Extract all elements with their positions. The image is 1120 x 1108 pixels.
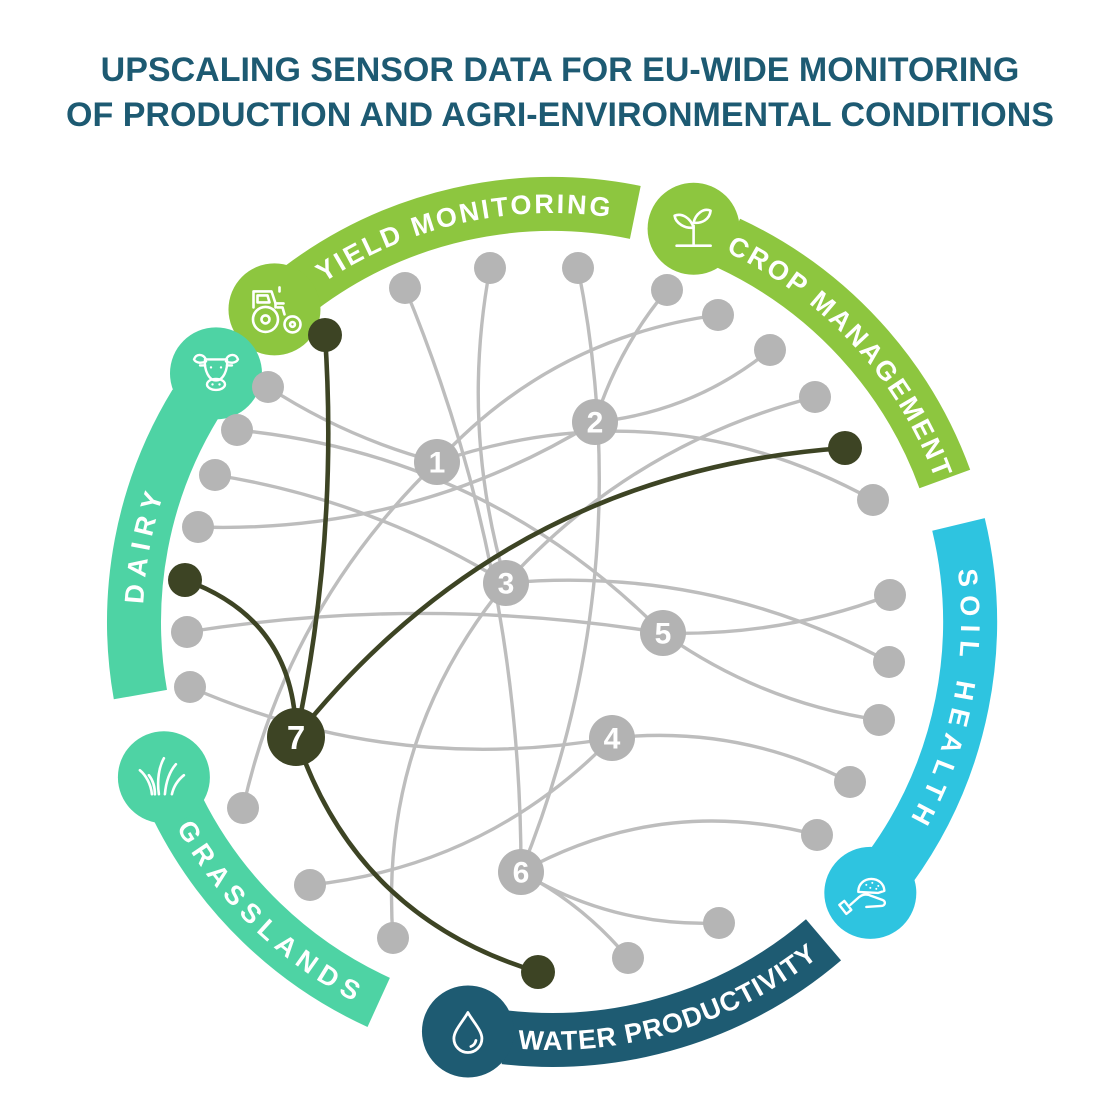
link-p6-h3: [504, 395, 816, 585]
sector-grasslands: GRASSLANDS: [117, 731, 391, 1027]
hub-circle-4: [589, 715, 635, 761]
hub-number-4: 4: [604, 723, 621, 756]
sensor-dot-p8: [874, 579, 906, 611]
sensor-dot-p12: [801, 819, 833, 851]
sector-arc-dairy: [107, 389, 219, 700]
link-p9-h3: [505, 578, 890, 664]
sector-dairy: DAIRY: [107, 327, 262, 700]
sector-soil-health: SOIL HEALTH: [824, 518, 998, 939]
perimeter-dots: [168, 252, 906, 989]
link-p12-h6: [520, 819, 818, 874]
sector-icon-circle-dairy: [169, 327, 262, 420]
sector-icon-circle-grasslands: [117, 731, 210, 824]
sensor-dot-p11: [834, 766, 866, 798]
connection-edges: [184, 267, 891, 975]
sensor-dot-p22: [221, 414, 253, 446]
dark-link-dA-h7: [293, 334, 331, 738]
link-p2-h6: [519, 267, 601, 873]
hub-number-3: 3: [498, 568, 515, 601]
title-line-2: OF PRODUCTION AND AGRI-ENVIRONMENTAL CON…: [66, 96, 1054, 134]
hub-circle-1: [414, 439, 460, 485]
hub-circle-3: [483, 560, 529, 606]
dark-link-dB-h7: [294, 445, 846, 739]
dark-sensor-dot-dA: [308, 318, 342, 352]
link-p8-h5: [662, 593, 891, 635]
dark-link-dC-h7: [293, 736, 539, 975]
sensor-dot-p21: [199, 459, 231, 491]
hub-number-1: 1: [429, 447, 446, 480]
link-p15-h3: [389, 581, 508, 939]
hub-number-6: 6: [513, 857, 530, 890]
link-p1-h3: [476, 267, 508, 584]
sensor-dot-p16: [294, 869, 326, 901]
sector-arc-water-productivity: [501, 919, 842, 1067]
hub-node-1: 1: [414, 439, 460, 485]
hub-number-5: 5: [655, 618, 672, 651]
link-p5-h2: [594, 348, 772, 424]
title-line-1: UPSCALING SENSOR DATA FOR EU-WIDE MONITO…: [100, 51, 1020, 89]
link-p22-h5: [236, 428, 665, 635]
sensor-dot-p9: [873, 646, 905, 678]
hub-node-3: 3: [483, 560, 529, 606]
link-p11-h4: [611, 733, 851, 784]
page-title: UPSCALING SENSOR DATA FOR EU-WIDE MONITO…: [0, 48, 1120, 138]
hub-node-2: 2: [572, 399, 618, 445]
sensor-dot-p23: [252, 371, 284, 403]
link-p20-h2: [197, 420, 596, 530]
hub-nodes: 1 2 3 4 5 6 7: [267, 399, 686, 895]
sensor-dot-p4: [702, 299, 734, 331]
sensor-dot-p6: [799, 381, 831, 413]
sensor-dot-p14: [612, 942, 644, 974]
hub-circle-2: [572, 399, 618, 445]
sector-arc-grasslands: [153, 796, 391, 1027]
link-p17-h1: [241, 460, 439, 809]
hub-node-5: 5: [640, 610, 686, 656]
hub-node-4: 4: [589, 715, 635, 761]
sector-icon-circle-water-productivity: [421, 985, 514, 1078]
link-p13-h6: [520, 870, 720, 925]
hub-circle-5: [640, 610, 686, 656]
link-p21-h3: [214, 473, 507, 585]
sensor-dot-p13: [703, 907, 735, 939]
dark-sensor-dot-dB: [828, 431, 862, 465]
link-p16-h4: [309, 736, 614, 887]
sector-arc-soil-health: [868, 518, 998, 884]
hub-circle-7: [267, 708, 325, 766]
sensor-dot-p18: [174, 671, 206, 703]
link-p7-h1: [436, 429, 874, 502]
hub-number-7: 7: [287, 719, 305, 756]
link-p18-h4: [189, 685, 613, 751]
sensor-dot-p2: [562, 252, 594, 284]
sensor-dot-p3: [651, 274, 683, 306]
dark-sensor-dot-dD: [168, 563, 202, 597]
sector-arc-crop-management: [717, 218, 971, 489]
link-p4-h1: [435, 313, 719, 464]
sector-arc-yield-monitoring: [284, 177, 641, 310]
sensor-dot-p20: [182, 511, 214, 543]
sensor-dot-p5: [754, 334, 786, 366]
link-p10-h5: [662, 631, 880, 722]
sensor-dot-p7: [857, 484, 889, 516]
hub-number-2: 2: [587, 407, 604, 440]
sensor-dot-p15: [377, 922, 409, 954]
dark-sensor-dot-dC: [521, 955, 555, 989]
sensor-dot-p1: [474, 252, 506, 284]
sensor-dot-p17: [227, 792, 259, 824]
hub-circle-6: [498, 849, 544, 895]
sensor-dot-p0: [389, 272, 421, 304]
sensor-dot-p19: [171, 616, 203, 648]
sensor-dot-p10: [863, 704, 895, 736]
hub-node-6: 6: [498, 849, 544, 895]
hub-node-7: 7: [267, 708, 325, 766]
